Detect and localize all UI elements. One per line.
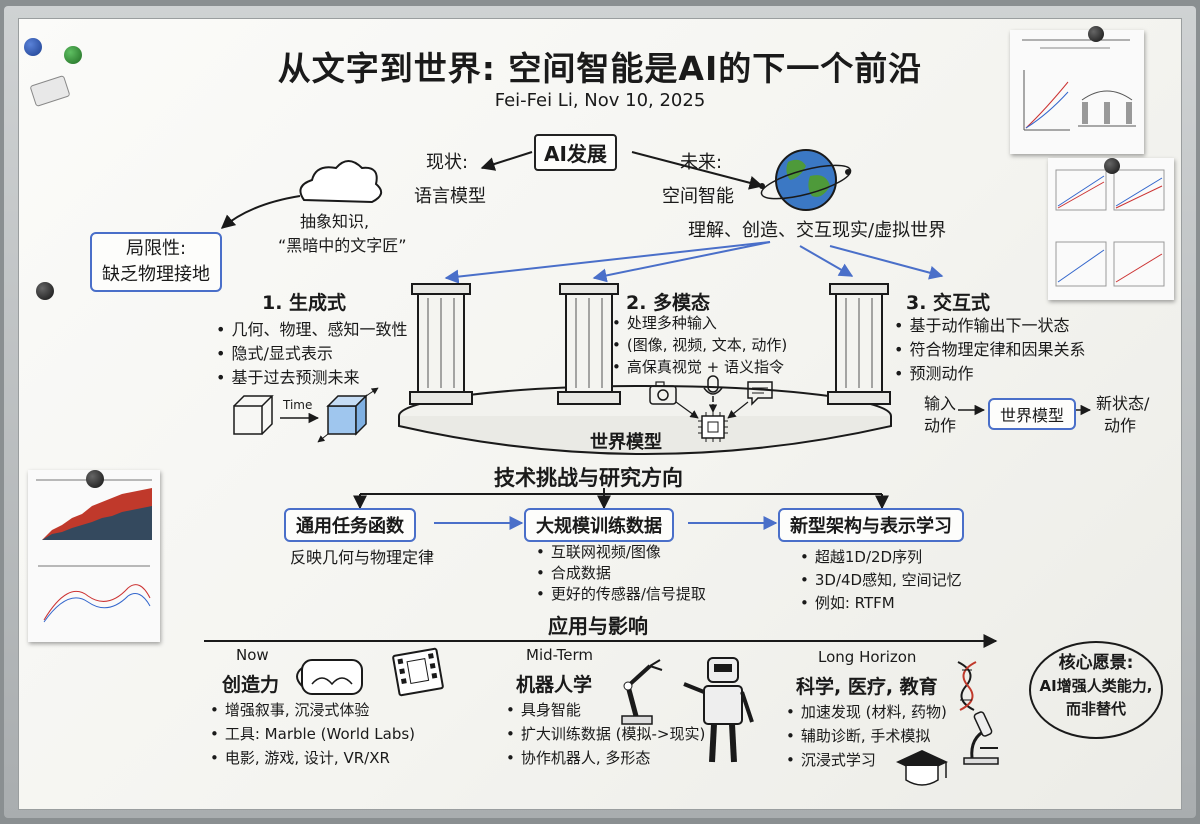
tech-architecture-list: 超越1D/2D序列 3D/4D感知, 空间记忆 例如: RTFM [800, 546, 962, 615]
flow-input-1: 输入 [924, 394, 957, 413]
list-item: 互联网视频/图像 [536, 542, 706, 563]
pillar-icon [409, 283, 473, 405]
list-item: 工具: Marble (World Labs) [210, 722, 415, 746]
mid-term-label: Mid-Term [526, 646, 594, 664]
dna-icon [957, 661, 977, 711]
robot-icon [683, 657, 754, 763]
limitation-desc: 缺乏物理接地 [102, 264, 210, 285]
apps-heading: 应用与影响 [548, 614, 648, 638]
current-value: 语言模型 [414, 186, 486, 207]
core-vision-line-2: 而非替代 [1065, 700, 1126, 718]
list-item: 更好的传感器/信号提取 [536, 584, 706, 605]
magnet-icon [36, 282, 54, 300]
long-horizon-list: 加速发现 (材料, 药物) 辅助诊断, 手术模拟 沉浸式学习 [786, 700, 947, 772]
list-item: 电影, 游戏, 设计, VR/XR [210, 746, 415, 770]
vr-headset-icon [296, 659, 363, 695]
mid-term-title: 机器人学 [516, 674, 593, 696]
ai-development-box: AI发展 [534, 134, 617, 171]
cube-icon [317, 387, 379, 443]
magnet-icon [1088, 26, 1104, 42]
pillar-generative-title: 1. 生成式 [262, 292, 347, 314]
flow-world-model-box: 世界模型 [988, 398, 1077, 430]
chat-icon [747, 381, 773, 406]
core-vision-line-1: AI增强人类能力, [1039, 677, 1153, 695]
pillar-multimodal-title: 2. 多模态 [626, 292, 711, 314]
tech-box-objective-desc: 反映几何与物理定律 [290, 548, 435, 567]
pillar-icon [827, 283, 891, 405]
microscope-icon [963, 711, 999, 765]
list-item: 隐式/显式表示 [216, 342, 407, 366]
list-item: 符合物理定律和因果关系 [894, 338, 1085, 362]
magnet-icon [86, 470, 104, 488]
page-title: 从文字到世界: 空间智能是AI的下一个前沿 [277, 49, 923, 88]
list-item: 具身智能 [506, 698, 705, 722]
now-title: 创造力 [222, 674, 280, 696]
page-subtitle: Fei-Fei Li, Nov 10, 2025 [494, 90, 706, 111]
long-horizon-label: Long Horizon [818, 648, 917, 666]
limitation-title: 局限性: [125, 238, 187, 259]
flow-output-2: 动作 [1104, 416, 1137, 435]
list-item: 超越1D/2D序列 [800, 546, 962, 569]
list-item: 合成数据 [536, 563, 706, 584]
current-label: 现状: [426, 152, 469, 173]
list-item: 加速发现 (材料, 药物) [786, 700, 947, 724]
list-item: 扩大训练数据 (模拟->现实) [506, 722, 705, 746]
cube-icon [233, 395, 274, 435]
tech-box-data: 大规模训练数据 [524, 508, 674, 542]
magnet-icon [24, 38, 42, 56]
pillar-generative-list: 几何、物理、感知一致性 隐式/显式表示 基于过去预测未来 [216, 318, 407, 390]
chip-icon [698, 412, 728, 442]
list-item: 增强叙事, 沉浸式体验 [210, 698, 415, 722]
camera-icon [649, 381, 677, 405]
flow-output-1: 新状态/ [1096, 394, 1150, 413]
globe-icon [759, 149, 852, 211]
pillar-interactive-title: 3. 交互式 [906, 292, 991, 314]
mid-term-list: 具身智能 扩大训练数据 (模拟->现实) 协作机器人, 多形态 [506, 698, 705, 770]
tech-heading: 技术挑战与研究方向 [494, 466, 683, 490]
tech-box-objective: 通用任务函数 [284, 508, 416, 542]
time-label: Time [283, 398, 313, 412]
pillar-icon [557, 283, 621, 405]
now-label: Now [236, 646, 269, 664]
limitation-box: 局限性: 缺乏物理接地 [90, 232, 222, 292]
cloud-icon [299, 160, 383, 204]
list-item: 预测动作 [894, 362, 1085, 386]
list-item: 高保真视觉 + 语义指令 [612, 356, 787, 378]
flow-input-2: 动作 [924, 416, 957, 435]
film-icon [392, 647, 444, 697]
core-vision: 核心愿景: AI增强人类能力, 而非替代 [1030, 652, 1162, 721]
pinned-paper-right [1048, 158, 1174, 300]
list-item: 协作机器人, 多形态 [506, 746, 705, 770]
list-item: 3D/4D感知, 空间记忆 [800, 569, 962, 592]
pillar-interactive-list: 基于动作输出下一状态 符合物理定律和因果关系 预测动作 [894, 314, 1085, 386]
list-item: (图像, 视频, 文本, 动作) [612, 334, 787, 356]
wordsmith-quote: “黑暗中的文字匠” [278, 236, 407, 255]
list-item: 处理多种输入 [612, 312, 787, 334]
list-item: 沉浸式学习 [786, 748, 947, 772]
pillar-multimodal-list: 处理多种输入 (图像, 视频, 文本, 动作) 高保真视觉 + 语义指令 [612, 312, 787, 378]
magnet-icon [64, 46, 82, 64]
future-description: 理解、创造、交互现实/虚拟世界 [688, 220, 947, 241]
list-item: 几何、物理、感知一致性 [216, 318, 407, 342]
magnet-icon [1104, 158, 1120, 174]
future-label: 未来: [680, 152, 723, 173]
pinned-paper-top-right [1010, 30, 1144, 154]
pinned-paper-left [28, 470, 160, 642]
list-item: 基于动作输出下一状态 [894, 314, 1085, 338]
platform-label: 世界模型 [590, 432, 662, 453]
future-value: 空间智能 [662, 186, 734, 207]
long-horizon-title: 科学, 医疗, 教育 [796, 676, 938, 698]
list-item: 基于过去预测未来 [216, 366, 407, 390]
now-list: 增强叙事, 沉浸式体验 工具: Marble (World Labs) 电影, … [210, 698, 415, 770]
abstract-knowledge: 抽象知识, [300, 212, 370, 231]
core-vision-title: 核心愿景: [1058, 653, 1134, 673]
tech-data-list: 互联网视频/图像 合成数据 更好的传感器/信号提取 [536, 542, 706, 605]
list-item: 辅助诊断, 手术模拟 [786, 724, 947, 748]
list-item: 例如: RTFM [800, 592, 962, 615]
tech-box-architecture: 新型架构与表示学习 [778, 508, 964, 542]
